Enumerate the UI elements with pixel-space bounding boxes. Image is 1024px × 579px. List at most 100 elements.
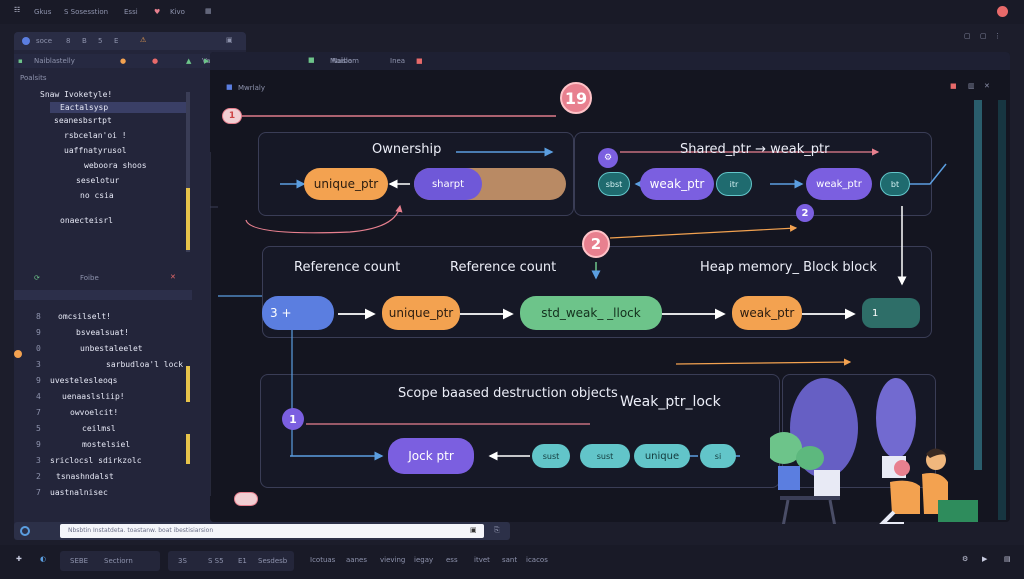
search-icon[interactable]: ◐ (40, 555, 47, 563)
notifications-icon[interactable]: ▤ (1004, 555, 1011, 563)
tree-item[interactable]: seanesbsrtpt (54, 116, 112, 125)
weak-ptr-node-2[interactable]: weak_ptr (806, 168, 872, 200)
app-icon[interactable]: ☷ (14, 6, 21, 14)
code-line[interactable]: mostelsiel (82, 440, 131, 449)
status-item[interactable]: sant (502, 556, 518, 564)
share-icon[interactable]: ⎘ (494, 526, 500, 534)
step-badge-small[interactable]: 2 (796, 204, 814, 222)
status-item[interactable]: S S5 (208, 557, 224, 565)
tree-item[interactable]: onaecteisrl (60, 216, 113, 225)
code-line[interactable]: ceilmsl (82, 424, 116, 433)
canvas-tab[interactable]: Inea (390, 57, 406, 65)
minimize-icon[interactable]: ▢ (964, 32, 971, 40)
settings-icon[interactable]: ⚙ (598, 148, 618, 168)
code-line[interactable]: tsnashndalst (56, 472, 114, 481)
run-icon[interactable]: ▶ (204, 57, 210, 65)
close-panel-icon[interactable]: ✕ (170, 273, 176, 281)
code-line[interactable]: sarbudloa'l lock (106, 360, 184, 369)
stop-icon[interactable]: ■ (950, 82, 957, 90)
more-icon[interactable]: ⋮ (994, 32, 1001, 40)
step-badge-left[interactable]: 1 (222, 108, 242, 124)
menu-item-2[interactable]: S Sosesstion (64, 8, 109, 16)
vertical-scrollbar[interactable] (974, 100, 982, 470)
itr-node[interactable]: itr (716, 172, 752, 196)
status-item[interactable]: E1 (238, 557, 247, 565)
toolbar-item[interactable]: soce (36, 37, 53, 45)
unique-node[interactable]: unique (634, 444, 690, 468)
tree-item[interactable]: uaffnatyrusol (64, 146, 127, 155)
step-badge-top[interactable]: 19 (560, 82, 592, 114)
std-weak-lock-node[interactable]: std_weak_ _llock (520, 296, 662, 330)
code-line[interactable]: uenaaslsliip! (62, 392, 125, 401)
unique-ptr-node-2[interactable]: unique_ptr (382, 296, 460, 330)
heap-block-node[interactable]: 1 (862, 298, 920, 328)
toolbar-item[interactable]: 5 (98, 37, 103, 45)
tree-item[interactable]: Eactalsysp (60, 103, 109, 112)
canvas-tab[interactable]: Maislam (330, 57, 359, 65)
weak-ptr-node-1[interactable]: weak_ptr (640, 168, 714, 200)
code-line[interactable]: uvestelesleoqs (50, 376, 118, 385)
si-node[interactable]: si (700, 444, 736, 468)
tree-item[interactable]: weboora shoos (84, 161, 147, 170)
status-item[interactable]: Sectiorn (104, 557, 133, 565)
toolbar-item[interactable]: B (82, 37, 87, 45)
status-item[interactable]: iegay (414, 556, 434, 564)
status-item[interactable]: Sesdesb (258, 557, 288, 565)
code-line[interactable]: sriclocsl sdirkzolc (50, 456, 142, 465)
status-item[interactable]: icacos (526, 556, 548, 564)
url-field[interactable]: Nbsbtin Instatdeta. toastanw. boat ibest… (60, 524, 484, 538)
tree-item-selected[interactable] (50, 102, 188, 113)
panel-menu-icon[interactable]: ▣ (226, 36, 233, 44)
grid-icon[interactable]: ▦ (205, 7, 212, 15)
status-item[interactable]: aanes (346, 556, 367, 564)
status-item[interactable]: SEBE (70, 557, 89, 565)
code-line[interactable]: owvoelcit! (70, 408, 119, 417)
bookmark-page-icon[interactable]: ▣ (470, 526, 477, 534)
count-node[interactable]: 3 + (262, 296, 334, 330)
toolbar-item[interactable]: 8 (66, 37, 71, 45)
status-item[interactable]: vieving (380, 556, 406, 564)
sust-node-2[interactable]: sust (580, 444, 630, 468)
status-item[interactable]: itvet (474, 556, 490, 564)
close-canvas-icon[interactable]: ✕ (984, 82, 990, 90)
close-icon[interactable] (997, 6, 1008, 17)
status-item[interactable]: ess (446, 556, 458, 564)
maximize-icon[interactable]: ▢ (980, 32, 987, 40)
tree-item[interactable]: no csia (80, 191, 114, 200)
status-item[interactable]: Icotuas (310, 556, 336, 564)
tree-item[interactable]: Snaw Ivoketyle! (40, 90, 113, 99)
refresh-icon[interactable]: ⟳ (34, 274, 40, 282)
unique-ptr-node[interactable]: unique_ptr (304, 168, 388, 200)
sust-node[interactable]: sust (532, 444, 570, 468)
breakpoint-icon[interactable] (14, 350, 22, 358)
step-badge-scope[interactable]: 1 (282, 408, 304, 430)
code-line[interactable]: omcsilselt! (58, 312, 111, 321)
menu-item-1[interactable]: Gkus (34, 8, 52, 16)
tree-item[interactable]: rsbcelan'oi ! (64, 131, 127, 140)
sbst-node[interactable]: sbst (598, 172, 630, 196)
settings-status-icon[interactable]: ⚙ (962, 555, 969, 563)
canvas-tab[interactable]: Naibo (332, 57, 353, 65)
code-line[interactable]: uastnalnisec (50, 488, 108, 497)
menu-item-3[interactable]: Essi (124, 8, 138, 16)
menu-item-4[interactable]: Kivo (170, 8, 185, 16)
layout-icon[interactable]: ▥ (968, 82, 975, 90)
weak-ptr-node-3[interactable]: weak_ptr (732, 296, 802, 330)
bookmark-icon[interactable]: ♥ (154, 8, 161, 16)
address-bar[interactable]: Nbsbtin Instatdeta. toastanw. boat ibest… (14, 522, 510, 540)
extensions-icon[interactable]: ✚ (16, 555, 22, 563)
lock-ptr-node[interactable]: Jock ptr (388, 438, 474, 474)
step-badge-mid[interactable]: 2 (582, 230, 610, 258)
tree-scrollbar[interactable] (186, 92, 190, 252)
sharpt-node[interactable]: sharpt (414, 168, 482, 200)
status-item[interactable]: 3S (178, 557, 187, 565)
toolbar-item[interactable]: E (114, 37, 119, 45)
small-tag[interactable] (234, 492, 258, 506)
tree-item[interactable]: seselotur (76, 176, 120, 185)
code-line[interactable]: unbestaleelet (80, 344, 143, 353)
play-icon[interactable]: ▶ (982, 555, 988, 563)
bt-node[interactable]: bt (880, 172, 910, 196)
code-line[interactable]: bsvealsuat! (76, 328, 129, 337)
file-tab[interactable]: Vass (202, 57, 218, 65)
file-tab[interactable]: Naiblastelly (34, 57, 75, 65)
